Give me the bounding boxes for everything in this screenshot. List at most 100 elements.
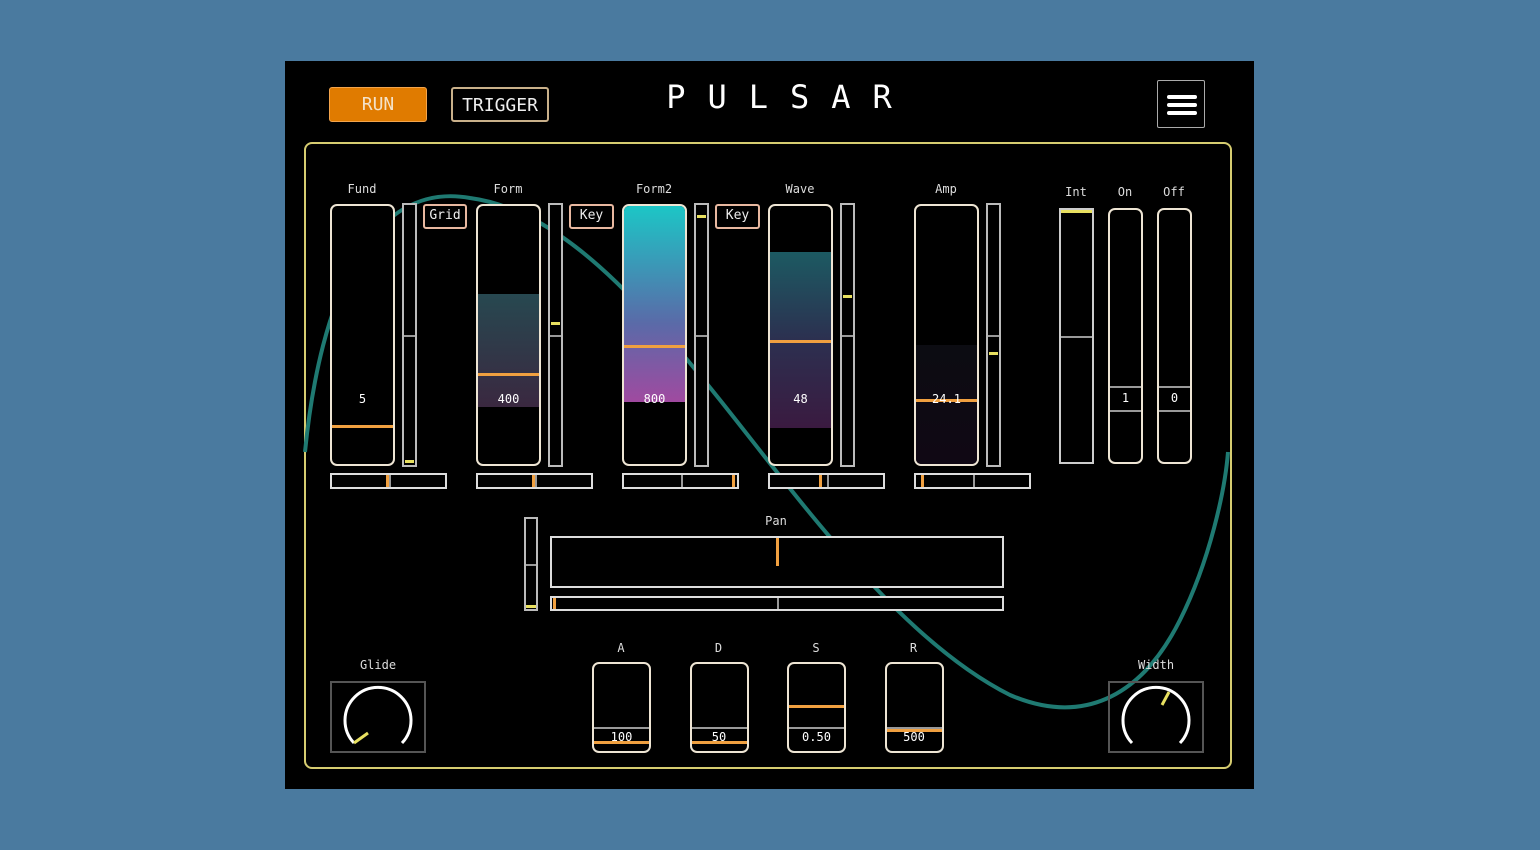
divider: [789, 727, 844, 730]
adsr-s-label: S: [812, 641, 820, 655]
amp-range-marker[interactable]: [921, 475, 925, 487]
center-line: [534, 475, 537, 487]
center-line: [404, 335, 415, 337]
form2-range-marker[interactable]: [732, 475, 735, 487]
wave-handle[interactable]: [770, 339, 831, 343]
center-line: [826, 475, 829, 487]
form-mod-marker: [551, 322, 560, 326]
controls-frame: [304, 142, 1232, 769]
adsr-d-slider[interactable]: 50: [689, 662, 749, 753]
glide-label: Glide: [359, 658, 397, 672]
amp-slider[interactable]: 24.1: [914, 204, 979, 466]
off-label: Off: [1163, 185, 1185, 199]
center-line: [696, 335, 707, 337]
form-value: 400: [497, 392, 520, 406]
form-slider[interactable]: 400: [476, 204, 541, 466]
wave-range-marker[interactable]: [818, 475, 822, 487]
form-range-slider[interactable]: [476, 473, 593, 489]
glide-knob[interactable]: [330, 681, 426, 753]
wave-value: 48: [793, 392, 808, 406]
adsr-a-handle[interactable]: [594, 741, 649, 745]
divider: [886, 727, 942, 730]
fund-mod-slider[interactable]: [402, 203, 417, 467]
int-label: Int: [1065, 185, 1087, 199]
width-label: Width: [1137, 658, 1175, 672]
wave-slider[interactable]: 48: [768, 204, 833, 466]
amp-range-slider[interactable]: [914, 473, 1031, 489]
adsr-a-value: 100: [610, 730, 633, 744]
center-line: [988, 335, 999, 337]
adsr-s-value: 0.50: [802, 730, 831, 744]
pan-label: Pan: [765, 514, 787, 528]
adsr-d-handle[interactable]: [691, 741, 747, 745]
form-handle[interactable]: [478, 373, 539, 377]
amp-fill: [916, 345, 977, 464]
center-line: [842, 335, 853, 337]
wave-range-slider[interactable]: [768, 473, 885, 489]
pan-spread-slider[interactable]: [550, 596, 1004, 611]
adsr-a-slider[interactable]: 100: [592, 662, 651, 753]
center-line: [388, 475, 391, 487]
adsr-r-handle[interactable]: [886, 728, 942, 732]
grid-button[interactable]: Grid: [423, 204, 467, 229]
fund-range-slider[interactable]: [330, 473, 447, 489]
adsr-d-value: 50: [711, 730, 727, 744]
fund-label: Fund: [347, 182, 377, 196]
form-label: Form: [493, 182, 523, 196]
fund-value: 5: [358, 392, 367, 406]
form2-value: 800: [643, 392, 666, 406]
form2-handle[interactable]: [624, 344, 685, 348]
form2-mod-marker: [697, 214, 706, 218]
amp-mod-slider[interactable]: [986, 203, 1001, 467]
on-slider[interactable]: 1: [1108, 208, 1143, 464]
adsr-r-slider[interactable]: 500: [884, 662, 944, 753]
key-button[interactable]: Key: [715, 204, 760, 229]
pan-slider[interactable]: [550, 536, 1004, 588]
divider: [594, 727, 649, 730]
adsr-d-label: D: [714, 641, 723, 655]
hamburger-menu-icon: [1167, 95, 1197, 99]
app-title: PULSAR: [666, 78, 914, 116]
wave-mod-marker: [843, 294, 852, 298]
center-line: [1061, 336, 1092, 338]
pan-level-slider[interactable]: [524, 517, 538, 611]
form2-mod-slider[interactable]: [694, 203, 709, 467]
int-marker: [1061, 210, 1092, 213]
menu-button[interactable]: [1157, 80, 1205, 128]
form2-fill: [624, 206, 685, 403]
hamburger-line: [1167, 111, 1197, 115]
key-button[interactable]: Key: [569, 204, 614, 229]
amp-handle[interactable]: [916, 399, 977, 403]
trigger-button[interactable]: TRIGGER: [451, 87, 549, 122]
amp-mod-marker: [989, 352, 998, 356]
form2-slider[interactable]: 800: [622, 204, 687, 466]
form-mod-slider[interactable]: [548, 203, 563, 467]
adsr-s-slider[interactable]: 0.50: [787, 662, 846, 753]
hamburger-line: [1167, 103, 1197, 107]
amp-label: Amp: [935, 182, 957, 196]
divider: [691, 727, 747, 730]
on-value: 1: [1110, 386, 1141, 412]
fund-mod-marker: [405, 459, 414, 463]
amp-value: 24.1: [932, 392, 961, 406]
wave-mod-slider[interactable]: [840, 203, 855, 467]
form-fill: [478, 293, 539, 408]
fund-slider[interactable]: 5: [330, 204, 395, 466]
off-slider[interactable]: 0: [1157, 208, 1192, 464]
off-value: 0: [1159, 386, 1190, 412]
run-button[interactable]: RUN: [329, 87, 427, 122]
fund-handle[interactable]: [332, 424, 393, 428]
adsr-a-label: A: [617, 641, 625, 655]
form2-range-slider[interactable]: [622, 473, 739, 489]
adsr-r-label: R: [909, 641, 918, 655]
center-line: [972, 475, 975, 487]
on-label: On: [1117, 185, 1133, 199]
form-range-marker[interactable]: [532, 475, 535, 487]
center-line: [550, 335, 561, 337]
wave-label: Wave: [785, 182, 815, 196]
adsr-r-value: 500: [903, 730, 925, 744]
adsr-s-handle[interactable]: [789, 704, 844, 708]
fund-range-marker[interactable]: [386, 475, 389, 487]
width-knob[interactable]: [1108, 681, 1204, 753]
int-slider[interactable]: [1059, 208, 1094, 464]
